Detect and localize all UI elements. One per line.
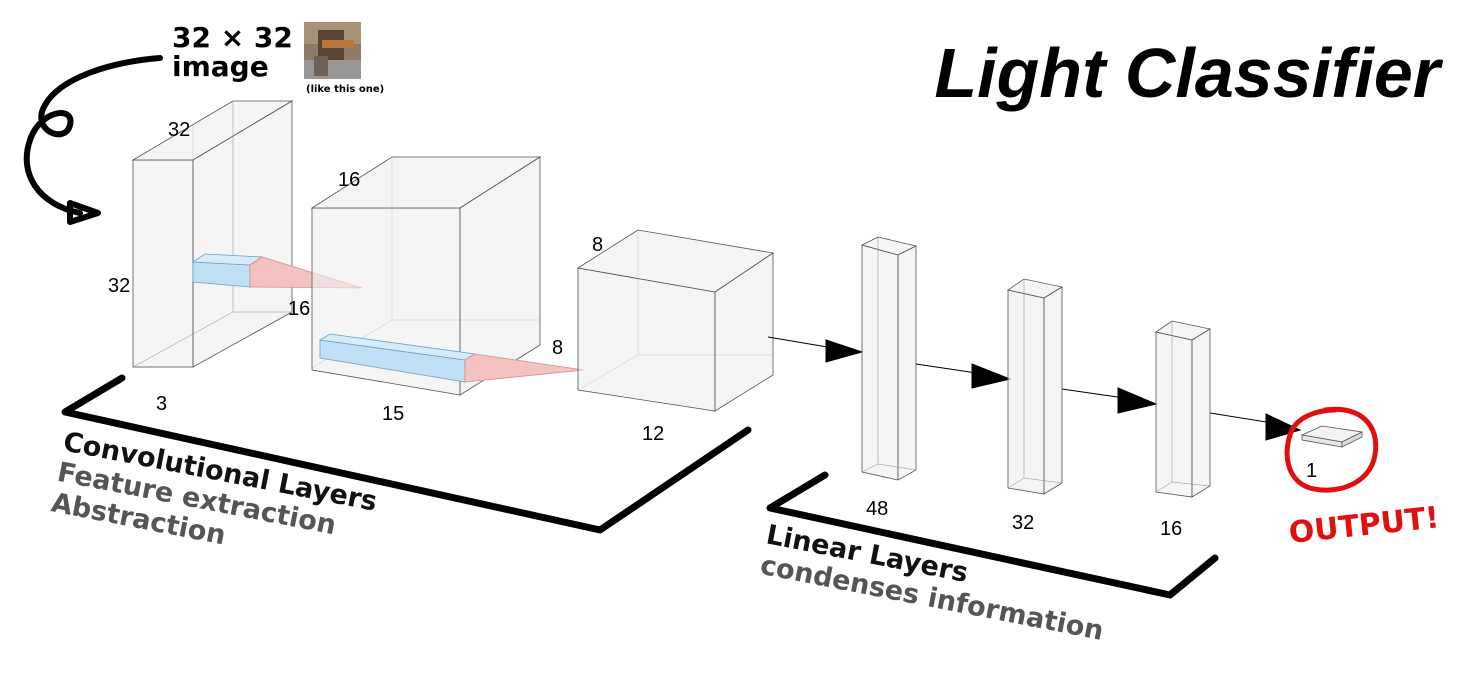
- linear-bracket: [766, 471, 1219, 599]
- conv2-projection: [464, 353, 585, 383]
- output-circle: [1284, 406, 1379, 493]
- input-image-label: image: [172, 50, 269, 83]
- output-size-label: 1: [1306, 460, 1317, 482]
- conv1-depth-label: 3: [156, 393, 167, 415]
- linear2-size-label: 32: [1012, 512, 1034, 534]
- linear3-size-label: 16: [1160, 518, 1182, 540]
- conv2-top-label: 16: [338, 169, 360, 191]
- input-curly-arrow: [23, 55, 163, 225]
- thumbnail-note: (like this one): [306, 84, 384, 95]
- conv3-top-label: 8: [592, 234, 603, 256]
- input-thumbnail: [304, 22, 361, 79]
- conv1-height-label: 32: [108, 275, 130, 297]
- output-annotation: OUTPUT!: [1287, 500, 1441, 551]
- linear-layer-2-box: [1007, 278, 1064, 495]
- linear-layer-3-box: [1155, 320, 1212, 498]
- conv3-side-label: 8: [552, 337, 563, 359]
- conv1-width-label: 32: [168, 119, 190, 141]
- conv2-depth-label: 15: [382, 403, 404, 425]
- conv3-depth-label: 12: [642, 423, 664, 445]
- input-size-label: 32 × 32: [172, 21, 293, 54]
- linear-layer-1-box: [860, 236, 918, 481]
- conv-bracket: [61, 374, 752, 534]
- output-box: [1300, 425, 1364, 448]
- connector-arrows: [767, 336, 1302, 441]
- diagram-title: Light Classifier: [934, 34, 1443, 112]
- conv-layer-1-box: [131, 100, 294, 368]
- conv2-side-label: 16: [288, 298, 310, 320]
- conv-layer-3-box: [576, 229, 775, 412]
- linear1-size-label: 48: [866, 498, 888, 520]
